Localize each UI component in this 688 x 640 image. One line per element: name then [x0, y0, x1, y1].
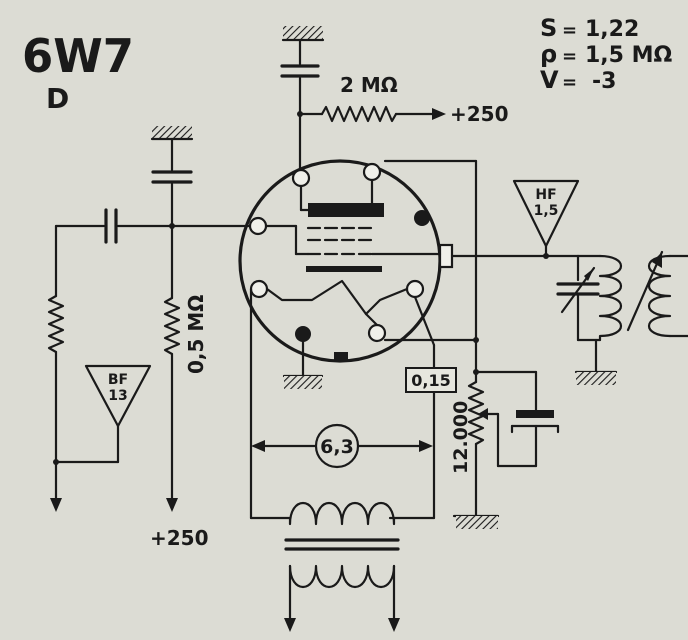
- cathode-resistor-value: 12.000: [450, 401, 472, 474]
- bf-triangle: [84, 364, 152, 428]
- tube-anode: [308, 203, 384, 217]
- filament-circuit: 6,3 0,15: [249, 287, 457, 632]
- hf-triangle-line2: 1,5: [534, 203, 559, 219]
- ground-symbol-grid: [152, 126, 192, 139]
- param-v-label: V: [540, 66, 559, 94]
- filament-current-label: 0,15: [411, 371, 450, 390]
- ground-symbol-cathode: [284, 376, 322, 389]
- cathode-capacitor: [516, 410, 554, 418]
- tube-pin: [405, 279, 425, 299]
- cathode-resistor: [467, 380, 485, 446]
- ground-symbol-tuned: [576, 372, 616, 385]
- plate-resistor: [320, 105, 398, 123]
- bf-triangle-line1: BF: [108, 372, 128, 388]
- tube-top-cap: [438, 243, 454, 269]
- grid-resistor-value: 0,5 MΩ: [184, 295, 208, 374]
- tube-type-label: 6W7: [22, 29, 134, 83]
- filament-voltage-badge: [314, 423, 360, 469]
- tube-6w7: [238, 159, 454, 363]
- grid-input-circuit: 0,5 MΩ +250 BF 13: [47, 126, 252, 550]
- param-rho-value: 1,5 MΩ: [585, 43, 673, 68]
- grid-resistor: [163, 296, 181, 356]
- tube-grids: [264, 224, 442, 256]
- param-s-eq: =: [562, 20, 577, 41]
- cathode-circuit: 12.000: [282, 159, 560, 529]
- param-rho-eq: =: [562, 46, 577, 67]
- tube-pin: [249, 279, 269, 299]
- left-supply-label: +250: [150, 526, 209, 550]
- left-load-resistor: [47, 294, 65, 354]
- param-v-eq: =: [562, 72, 577, 93]
- bf-triangle-line2: 13: [108, 388, 127, 404]
- tube-pin: [362, 162, 382, 182]
- plate-capacitor: [280, 64, 320, 78]
- tube-cathode: [306, 266, 382, 272]
- ground-symbol-cathode-resistor: [456, 516, 498, 529]
- tube-heater: [265, 279, 409, 316]
- param-rho-label: ρ: [540, 40, 557, 68]
- tuning-capacitor: [556, 266, 600, 314]
- tube-pin: [248, 216, 268, 236]
- hf-triangle: [512, 179, 580, 248]
- ground-symbol-plate: [283, 26, 323, 40]
- plate-circuit: 2 MΩ +250: [280, 26, 509, 182]
- tuned-coil-secondary: [648, 254, 672, 338]
- plate-resistor-value: 2 MΩ: [340, 73, 398, 97]
- filament-current-box: [405, 367, 457, 393]
- filament-transformer: [284, 501, 400, 632]
- hf-triangle-line1: HF: [535, 187, 556, 203]
- tube-pin: [291, 168, 311, 188]
- hf-tuned-circuit: HF 1,5: [450, 179, 688, 385]
- filament-voltage-label: 6,3: [320, 436, 354, 458]
- param-s-value: 1,22: [585, 17, 639, 42]
- param-s-label: S: [540, 14, 557, 42]
- tube-variant-label: D: [46, 82, 69, 115]
- tube-envelope: [238, 159, 442, 363]
- param-v-value: -3: [592, 69, 616, 94]
- coupling-capacitor: [104, 208, 118, 244]
- plate-supply-label: +250: [450, 102, 509, 126]
- tube-pin: [367, 323, 387, 343]
- tuned-coil-primary: [598, 254, 622, 342]
- grid-capacitor: [151, 170, 193, 184]
- tube-parameters: S = 1,22 ρ = 1,5 MΩ V = -3: [540, 14, 673, 94]
